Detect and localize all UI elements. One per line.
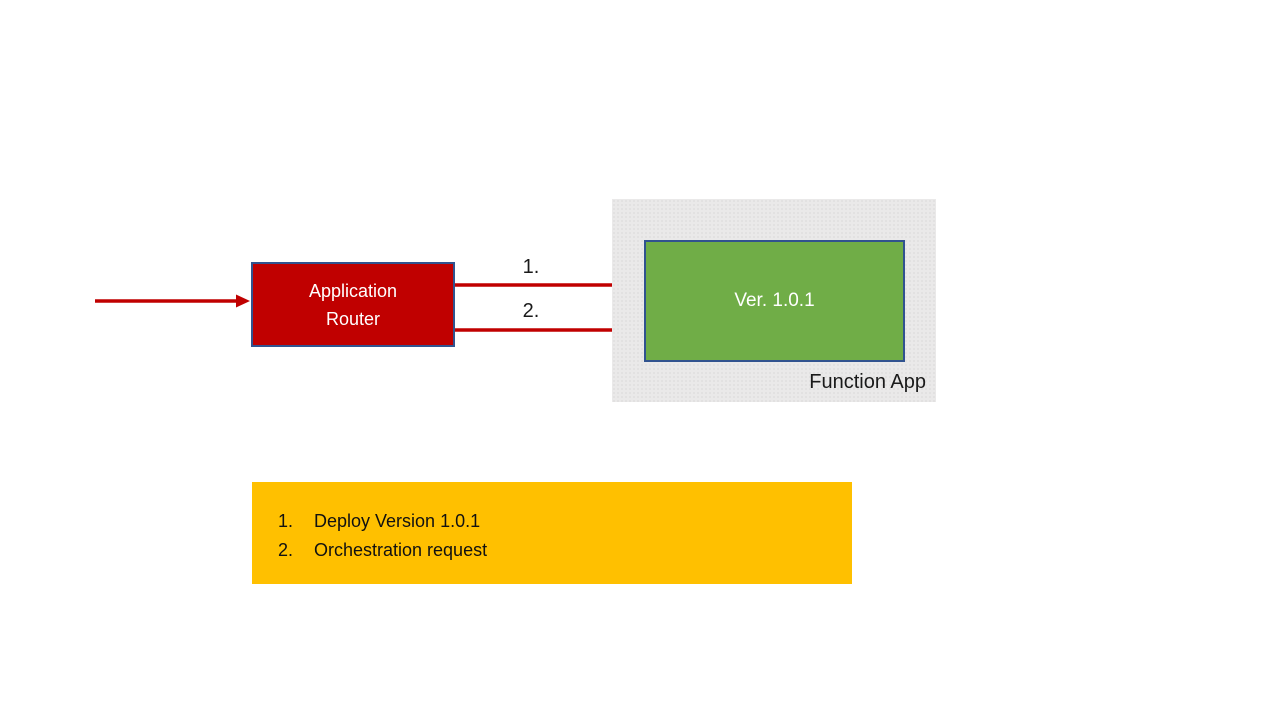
application-router-node: Application Router: [251, 262, 455, 347]
arrowhead-icon: [236, 294, 250, 308]
application-router-label-line2: Router: [325, 308, 381, 329]
application-router-label-line1: Application: [308, 280, 398, 301]
version-node: Ver. 1.0.1: [644, 240, 905, 362]
legend-item-number: 1.: [278, 511, 294, 531]
legend-item: 2. Orchestration request: [278, 536, 852, 565]
legend-box: 1. Deploy Version 1.0.1 2. Orchestration…: [252, 482, 852, 584]
incoming-request-arrow: [95, 294, 250, 308]
version-node-label: Ver. 1.0.1: [734, 290, 815, 311]
legend-item-text: Deploy Version 1.0.1: [314, 511, 481, 531]
legend-item: 1. Deploy Version 1.0.1: [278, 507, 852, 536]
function-app-label: Function App: [809, 371, 926, 393]
legend-item-number: 2.: [278, 540, 294, 560]
arrow-1-label: 1.: [522, 256, 540, 278]
legend-item-text: Orchestration request: [314, 540, 488, 560]
function-app-container: Ver. 1.0.1: [612, 199, 936, 402]
arrow-2-label: 2.: [522, 300, 540, 322]
